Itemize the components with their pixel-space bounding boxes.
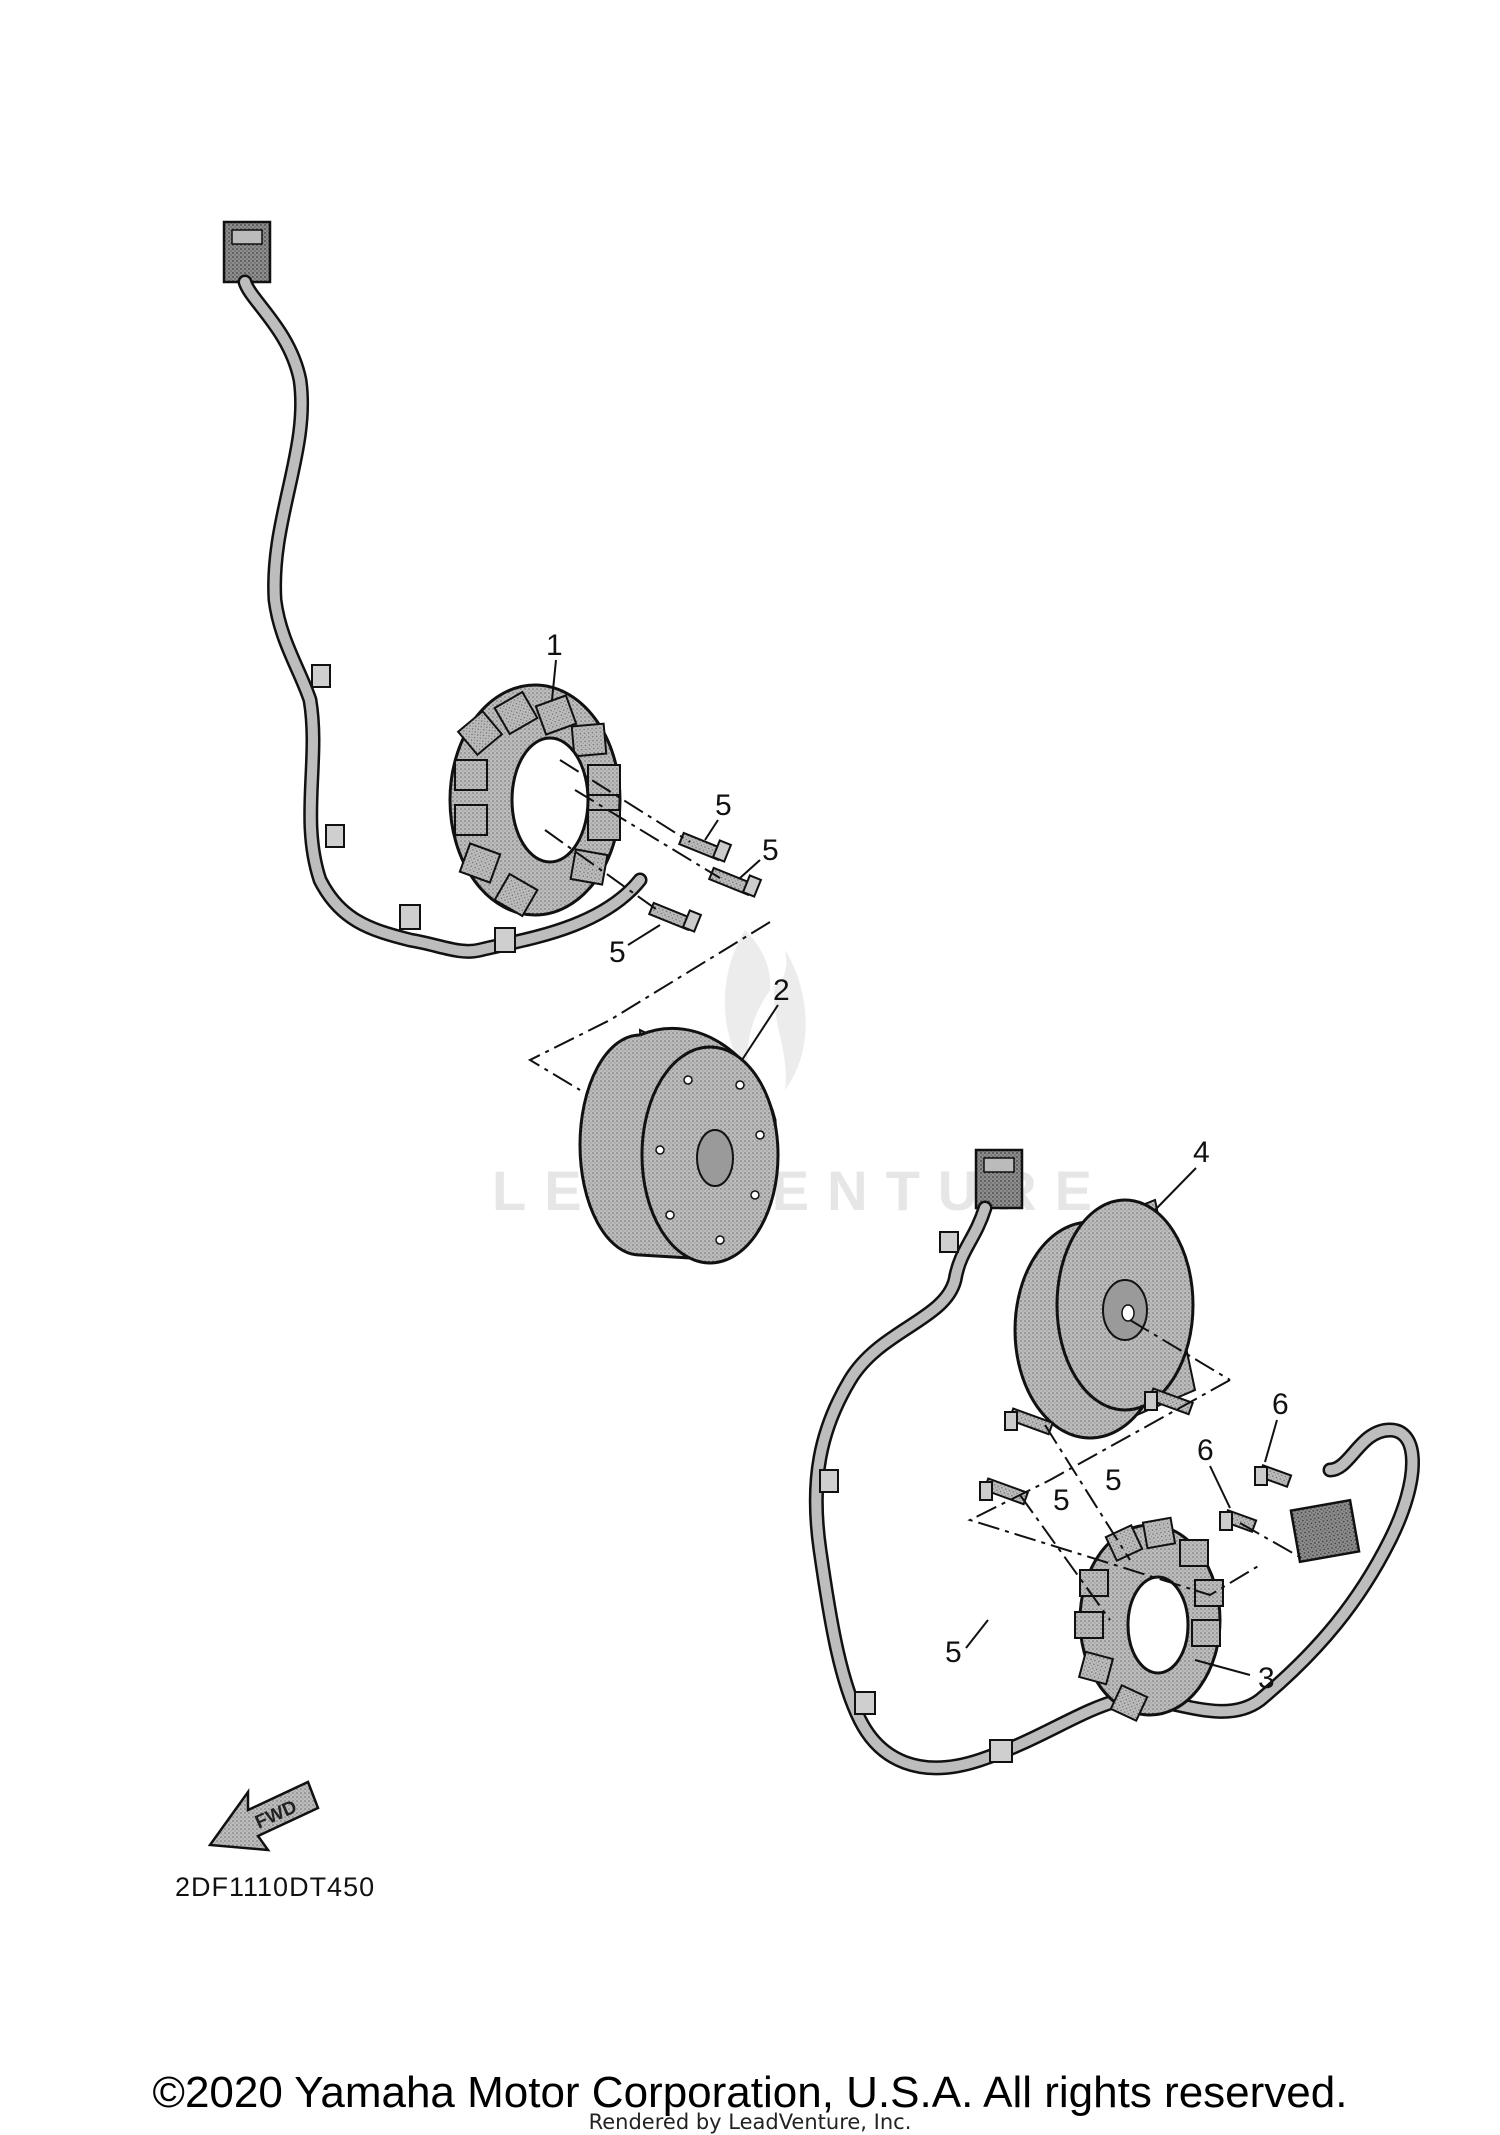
stator-3 — [1074, 1516, 1224, 1723]
callout-4: 4 — [1193, 1136, 1210, 1169]
callout-5b: 5 — [762, 834, 779, 867]
callout-5d: 5 — [1053, 1484, 1070, 1517]
wire-harness-upper — [222, 220, 648, 959]
copyright-notice: ©2020 Yamaha Motor Corporation, U.S.A. A… — [152, 2068, 1348, 2117]
callout-3: 3 — [1258, 1662, 1275, 1695]
callout-1: 1 — [546, 629, 563, 662]
rotor-2 — [578, 1026, 780, 1265]
bolt-6a — [1254, 1463, 1293, 1489]
fwd-arrow-icon: FWD — [207, 1780, 320, 1852]
bolt-5c — [647, 901, 703, 933]
stator-1 — [448, 683, 622, 918]
callout-6b: 6 — [1197, 1434, 1214, 1467]
callout-5c: 5 — [609, 936, 626, 969]
callouts: 1 2 3 4 5 5 5 5 5 5 6 6 — [546, 629, 1289, 1695]
callout-2: 2 — [773, 974, 790, 1007]
rotor-4 — [1013, 1198, 1197, 1440]
explode-lines-lower — [967, 1319, 1306, 1621]
wire-harness-lower — [808, 1148, 1420, 1776]
bolt-5f — [979, 1477, 1030, 1506]
callout-5e: 5 — [1105, 1464, 1122, 1497]
callout-6a: 6 — [1272, 1388, 1289, 1421]
callout-5a: 5 — [715, 789, 732, 822]
bolt-6b — [1219, 1508, 1258, 1534]
bolt-5b — [707, 866, 763, 898]
bolt-5d — [1004, 1407, 1055, 1436]
callout-5f: 5 — [945, 1636, 962, 1669]
rendered-by-notice: Rendered by LeadVenture, Inc. — [588, 2110, 912, 2134]
bolt-5a — [677, 831, 733, 863]
part-code: 2DF1110DT450 — [175, 1872, 375, 1902]
explode-lines-upper — [527, 759, 771, 1091]
